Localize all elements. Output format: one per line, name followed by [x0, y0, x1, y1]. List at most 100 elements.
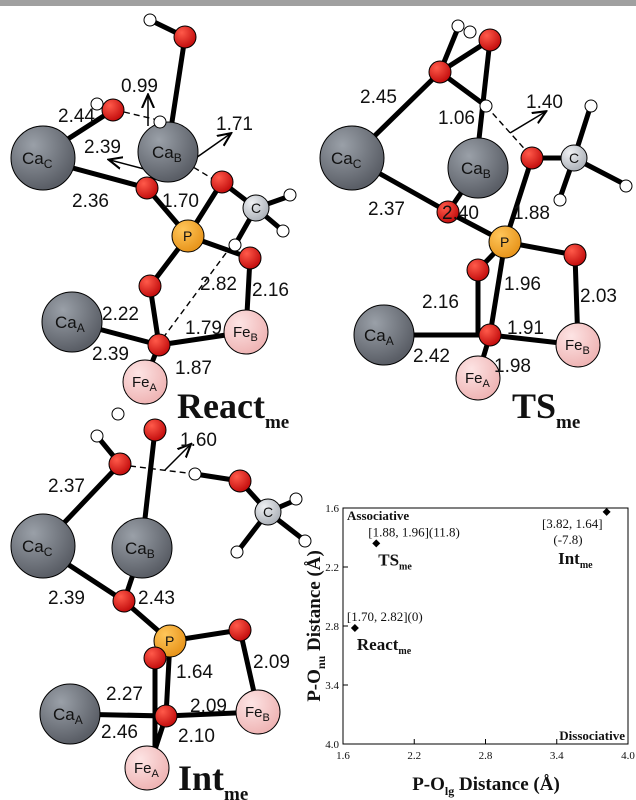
ts-distance: 1.88 — [513, 203, 550, 224]
data-point-coords-value: [1.70, 2.82] — [347, 609, 408, 624]
atom-o — [143, 646, 167, 670]
atom-label-fe-a: FeA — [465, 370, 491, 390]
react-distance: 1.87 — [175, 358, 212, 379]
int-distance: 2.37 — [48, 476, 85, 497]
atom-label-ca-a: CaA — [53, 705, 83, 727]
ts-distance: 2.40 — [442, 203, 479, 224]
data-point-react: [1.70, 2.82](0)Reactme — [347, 609, 423, 657]
atom-o — [478, 28, 502, 52]
atom-c — [254, 498, 282, 526]
ts-distance: 2.16 — [422, 292, 459, 313]
atom-label-p: P — [165, 633, 174, 649]
x-tick-label: 4.0 — [621, 750, 635, 762]
int-distance: 2.39 — [48, 588, 85, 609]
react-distance: 1.71 — [216, 114, 253, 135]
ts-panel-label: TSme — [512, 386, 580, 433]
atom-o — [147, 333, 171, 357]
dashed-bond — [159, 244, 233, 343]
ts-distance: 2.37 — [368, 199, 405, 220]
atom-o — [108, 452, 132, 476]
react-distance: 2.39 — [84, 137, 121, 158]
atom-label-p: P — [500, 234, 509, 250]
dashed-bond — [485, 105, 531, 156]
atom-o — [101, 98, 125, 122]
data-point-ts: [1.88, 1.96](11.8)TSme — [368, 524, 460, 572]
data-point-coords-value: [1.88, 1.96] — [368, 524, 429, 539]
atom-h — [228, 238, 242, 252]
atom-label-ca-b: CaB — [461, 159, 491, 181]
atom-ca-a — [41, 291, 103, 353]
atom-h — [230, 545, 244, 559]
y-axis-label: P-Onu Distance (Å) — [304, 550, 328, 702]
atom-label-ca-c: CaC — [331, 149, 362, 171]
atom-fe-b — [223, 309, 269, 355]
atom-label-fe-b: FeB — [245, 704, 270, 724]
atom-ca-c — [319, 125, 385, 191]
ts-distance: 2.03 — [580, 286, 617, 307]
data-point-energy: (11.8) — [429, 524, 460, 539]
y-tick-label: 2.2 — [325, 562, 339, 574]
atom-h — [451, 19, 465, 33]
int-distance: 2.09 — [253, 652, 290, 673]
atom-o — [138, 274, 162, 298]
atom-o — [238, 246, 262, 270]
int-distance: 1.60 — [180, 430, 217, 451]
atom-h — [188, 467, 202, 481]
ts-distance: 1.96 — [504, 274, 541, 295]
react-distance: 2.36 — [72, 191, 109, 212]
atom-ca-c — [10, 125, 76, 191]
int-distance: 2.10 — [178, 726, 215, 747]
atom-o — [210, 170, 234, 194]
x-axis-label: P-Olg Distance (Å) — [412, 774, 560, 798]
atom-o — [228, 469, 252, 493]
data-point-name: Intme — [558, 549, 593, 571]
react-distance: 0.99 — [121, 76, 158, 97]
atom-p — [171, 219, 205, 253]
int-distance: 2.46 — [101, 722, 138, 743]
react-distance: 2.82 — [200, 274, 237, 295]
react-distance: 2.39 — [92, 344, 129, 365]
atom-o — [228, 618, 252, 642]
ts-distance: 2.45 — [360, 87, 397, 108]
atom-c — [242, 194, 270, 222]
data-point-coords: [3.82, 1.64] — [542, 516, 603, 531]
atom-fe-b — [555, 322, 601, 368]
atom-ca-b — [137, 121, 199, 183]
atom-label-ca-a: CaA — [55, 313, 85, 335]
x-tick-label: 2.2 — [407, 750, 421, 762]
int-distance: 2.27 — [106, 684, 143, 705]
atom-o — [563, 243, 587, 267]
arrow — [192, 134, 230, 161]
atom-o — [520, 146, 544, 170]
ts-structure: CaC CaB CaA FeB FeA P C 2.45 1.06 1.40 2… — [319, 19, 633, 433]
atom-ca-c — [10, 513, 76, 579]
react-distance: 1.70 — [162, 191, 199, 212]
arrow — [509, 112, 545, 134]
atom-label-fe-a: FeA — [132, 374, 158, 394]
atom-label-ca-b: CaB — [125, 539, 155, 561]
atom-label-fe-b: FeB — [565, 337, 590, 357]
atom-o — [436, 200, 460, 224]
atom-ca-a — [39, 683, 101, 745]
atom-fe-a — [124, 745, 170, 791]
int-distance: 1.64 — [176, 662, 213, 683]
y-tick-label: 1.6 — [325, 503, 339, 515]
ts-distance: 1.91 — [507, 318, 544, 339]
ts-distance: 1.06 — [438, 108, 475, 129]
dashed-bond — [129, 465, 196, 475]
int-distance: 2.43 — [138, 588, 175, 609]
atom-label-ca-c: CaC — [22, 149, 53, 171]
data-point-energy: (0) — [408, 609, 423, 624]
atom-label-ca-c: CaC — [22, 537, 53, 559]
atom-label-p: P — [183, 228, 192, 244]
atom-o — [428, 60, 452, 84]
atom-fe-a — [455, 355, 501, 401]
atom-o — [135, 176, 159, 200]
corner-label-dissociative: Dissociative — [559, 728, 625, 743]
atom-p — [488, 225, 522, 259]
atom-o — [154, 704, 178, 728]
ts-distance: 1.40 — [526, 92, 563, 113]
atom-h — [479, 99, 493, 113]
